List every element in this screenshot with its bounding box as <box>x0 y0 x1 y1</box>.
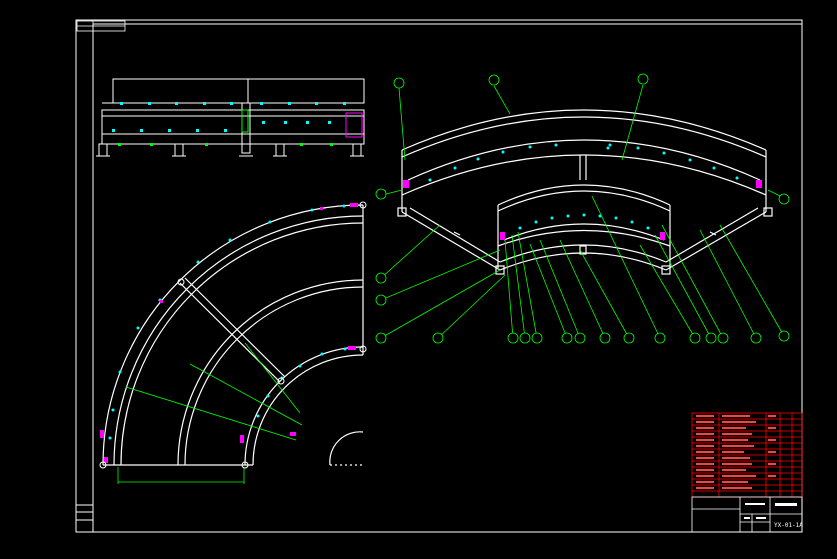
plan-view-bolts <box>108 204 347 440</box>
balloon-b8 <box>375 332 387 344</box>
balloon-b20 <box>717 332 729 344</box>
balloon-b6 <box>375 272 387 284</box>
balloon-b14 <box>574 332 586 344</box>
balloon-b5 <box>778 193 790 205</box>
title-block <box>691 496 803 533</box>
balloon-b1 <box>393 77 405 89</box>
plan-view-parts <box>100 203 358 463</box>
parts-list-table <box>691 412 803 498</box>
balloon-b17 <box>654 332 666 344</box>
balloon-b12 <box>531 332 543 344</box>
drawing-code: YX-01-1A <box>774 522 803 529</box>
leader-lines <box>380 84 785 339</box>
plan-view-nodes <box>99 201 367 469</box>
balloon-b16 <box>623 332 635 344</box>
balloon-b2 <box>488 74 500 86</box>
front-view-green-marks <box>118 143 333 146</box>
balloon-b18 <box>689 332 701 344</box>
title-block-marks <box>744 503 797 519</box>
isometric-view-parts <box>403 180 762 240</box>
balloon-b15 <box>599 332 611 344</box>
drawing-frame <box>75 19 803 533</box>
balloon-b11 <box>519 332 531 344</box>
plan-view <box>102 204 364 466</box>
plan-view-dimensions <box>117 342 303 484</box>
balloon-b9 <box>432 332 444 344</box>
balloon-b3 <box>637 73 649 85</box>
balloon-b4 <box>375 188 387 200</box>
balloon-b21 <box>750 332 762 344</box>
balloons <box>375 73 790 344</box>
balloon-b13 <box>561 332 573 344</box>
balloon-b22 <box>778 330 790 342</box>
balloon-b10 <box>507 332 519 344</box>
top-left-tag <box>76 20 126 32</box>
front-view-bolts <box>112 102 346 132</box>
balloon-b7 <box>375 294 387 306</box>
balloon-b19 <box>705 332 717 344</box>
isometric-view-bolts <box>428 143 739 230</box>
isometric-view <box>397 109 773 275</box>
front-view <box>96 78 365 157</box>
parts-list-text-marks <box>696 415 776 489</box>
